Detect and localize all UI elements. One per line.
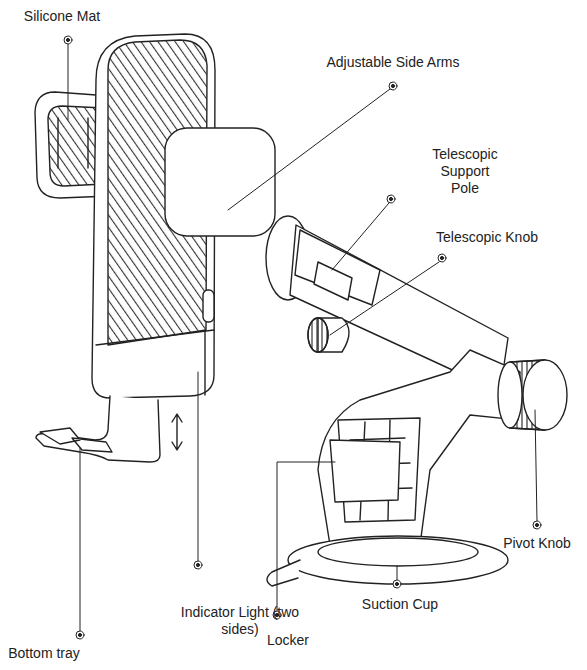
suction-cup-shape [267,536,508,586]
front-side-arm [165,128,275,236]
part-label: Suction Cup [362,596,438,613]
leader-lines [64,36,541,639]
part-label: Telescopic Support Pole [425,146,505,197]
part-label: Silicone Mat [24,8,100,25]
part-label: Adjustable Side Arms [326,54,459,71]
part-label: Locker [267,632,309,649]
part-label: Pivot Knob [503,535,571,552]
pivot-knob-shape [498,360,567,430]
part-label: Bottom tray [8,645,80,662]
telescopic-knob-shape [308,318,349,352]
base-bracket [318,350,520,545]
part-label: Telescopic Knob [436,229,538,246]
bottom-tray-shape [36,396,182,462]
